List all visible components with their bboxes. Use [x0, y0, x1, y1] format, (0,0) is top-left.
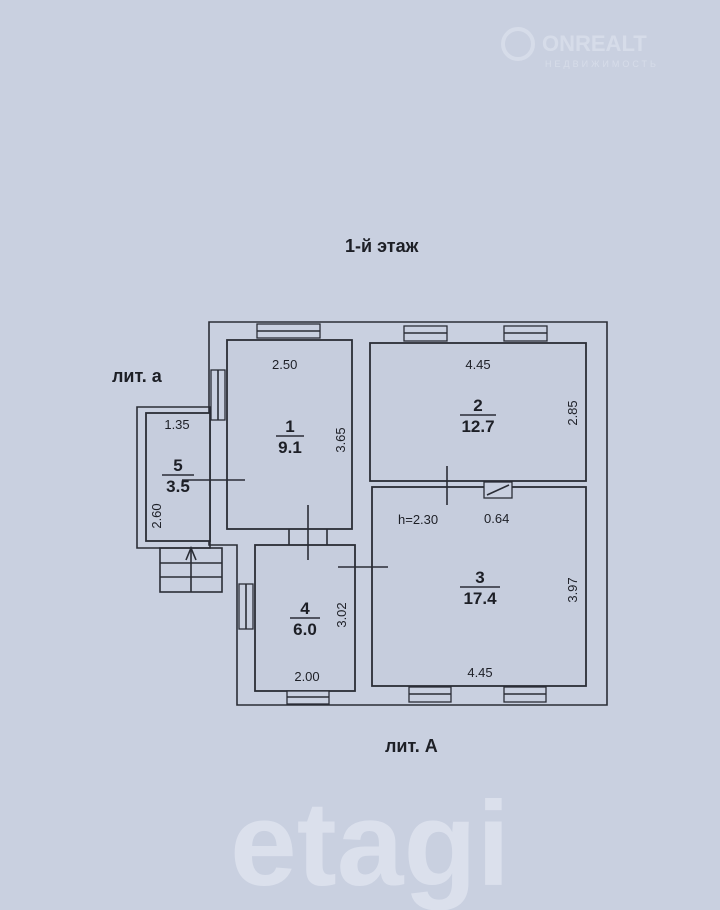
windows — [210, 323, 548, 705]
floor-title: 1-й этаж — [345, 236, 419, 256]
door-markers — [182, 466, 448, 568]
room-3-length: 3.97 — [565, 577, 580, 602]
room-5 — [145, 412, 211, 542]
room-2-width: 4.45 — [465, 357, 490, 372]
room-1-number: 1 — [285, 417, 294, 436]
room-3-number: 3 — [475, 568, 484, 587]
room-4-number: 4 — [300, 599, 310, 618]
svg-text:ONREALT: ONREALT — [542, 31, 647, 56]
onrealt-watermark: ONREALT НЕДВИЖИМОСТЬ — [501, 27, 659, 69]
room-4-length: 3.02 — [334, 602, 349, 627]
entrance-stairs — [159, 545, 223, 593]
room-4-width: 2.00 — [294, 669, 319, 684]
room-1-width: 2.50 — [272, 357, 297, 372]
room-5-width: 1.35 — [164, 417, 189, 432]
label-lit-a-small: лит. а — [112, 366, 163, 386]
room-3-width: 4.45 — [467, 665, 492, 680]
svg-text:НЕДВИЖИМОСТЬ: НЕДВИЖИМОСТЬ — [545, 59, 659, 69]
room-5-area: 3.5 — [166, 477, 190, 496]
room-4-area: 6.0 — [293, 620, 317, 639]
room-1-length: 3.65 — [333, 427, 348, 452]
etagi-watermark: etagi — [230, 777, 510, 910]
room-2-length: 2.85 — [565, 400, 580, 425]
room-1-area: 9.1 — [278, 438, 302, 457]
room-2-number: 2 — [473, 396, 482, 415]
outer-wall — [208, 321, 608, 706]
ceiling-height: h=2.30 — [398, 512, 438, 527]
room-2 — [369, 342, 587, 482]
room-5-length: 2.60 — [149, 503, 164, 528]
room-5-number: 5 — [173, 456, 182, 475]
room-1 — [226, 339, 353, 530]
label-lit-a-big: лит. А — [385, 736, 438, 756]
room-2-area: 12.7 — [461, 417, 494, 436]
chimney-dim: 0.64 — [484, 511, 509, 526]
room-3-area: 17.4 — [463, 589, 497, 608]
